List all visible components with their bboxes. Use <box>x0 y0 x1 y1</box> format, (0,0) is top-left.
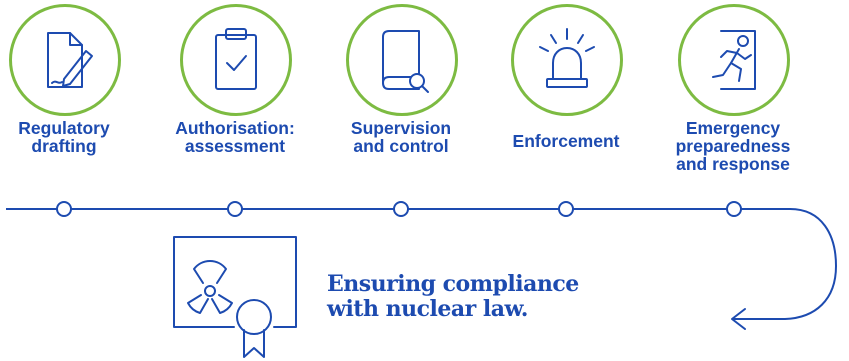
timeline-node-4 <box>558 201 574 217</box>
step-icon-circle <box>346 4 458 116</box>
step-label: Supervision and control <box>350 118 452 156</box>
step-icon-circle <box>9 4 121 116</box>
step-label: Enforcement <box>512 131 620 151</box>
step-label: Regulatory drafting <box>18 118 110 156</box>
timeline-arrowhead <box>731 308 746 330</box>
step-label: Authorisation: assessment <box>175 118 295 156</box>
timeline-node-5 <box>726 201 742 217</box>
step-label: Emergency preparedness and response <box>675 118 791 174</box>
book-search-icon <box>382 30 429 93</box>
alarm-light-icon <box>539 28 595 88</box>
timeline-node-2 <box>227 201 243 217</box>
timeline-node-1 <box>56 201 72 217</box>
emergency-exit-icon <box>712 30 756 90</box>
step-icon-circle <box>678 4 790 116</box>
clipboard-check-icon <box>215 28 257 90</box>
step-icon-circle <box>180 4 292 116</box>
radiation-certificate-icon <box>173 236 297 358</box>
timeline-node-3 <box>393 201 409 217</box>
timeline-line <box>6 208 838 320</box>
document-edit-icon <box>47 32 93 88</box>
step-icon-circle <box>511 4 623 116</box>
outcome-text: Ensuring compliance with nuclear law. <box>327 271 579 322</box>
